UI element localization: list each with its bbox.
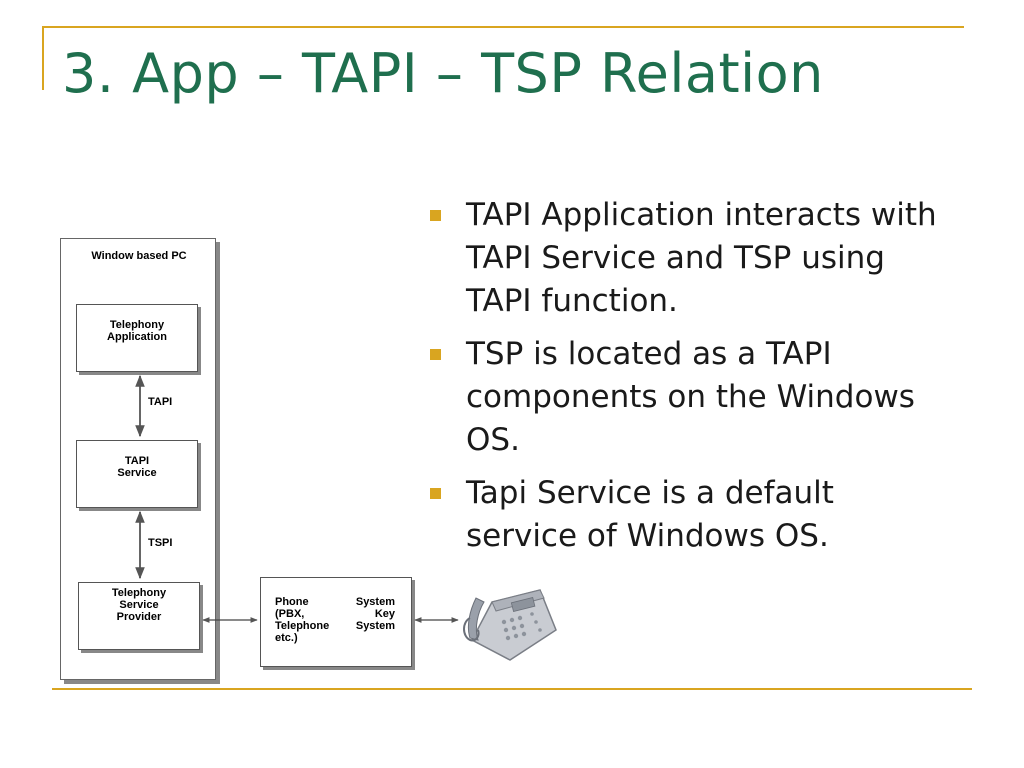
edge-label-tapi: TAPI (148, 396, 173, 408)
node-label-line: Telephony (111, 587, 167, 599)
bullet-text: Tapi Service is a default service of Win… (466, 475, 834, 554)
node-label-line: etc.) (275, 632, 298, 644)
left-rule (42, 26, 44, 90)
edge-label-tspi: TSPI (148, 537, 173, 549)
node-label-line: Phone System (275, 596, 395, 608)
square-bullet-icon (430, 488, 441, 499)
desk-telephone-icon (463, 589, 557, 661)
top-rule (42, 26, 964, 28)
bullet-item: TSP is located as a TAPI components on t… (428, 333, 938, 462)
square-bullet-icon (430, 210, 441, 221)
node-label-line: TAPI (124, 455, 150, 467)
bottom-rule (52, 688, 972, 690)
node-label-line: Service (117, 467, 157, 479)
telephony-service-provider-box: Telephony Service Provider (78, 582, 200, 650)
node-label-line: (PBX, Key (275, 608, 395, 620)
telephony-application-box: Telephony Application (76, 304, 198, 372)
node-label-line: Telephone System (275, 620, 395, 632)
node-label-line: Service (119, 599, 159, 611)
bullet-item: Tapi Service is a default service of Win… (428, 472, 938, 558)
node-label-line: Application (107, 331, 167, 343)
node-label-line: Provider (116, 611, 162, 623)
bullet-text: TAPI Application interacts with TAPI Ser… (466, 197, 937, 319)
tapi-service-box: TAPI Service (76, 440, 198, 508)
bullet-item: TAPI Application interacts with TAPI Ser… (428, 194, 938, 323)
bullet-text: TSP is located as a TAPI components on t… (466, 336, 915, 458)
node-label-line: Telephony (109, 319, 165, 331)
phone-system-box: Phone System (PBX, Key Telephone System … (260, 577, 412, 667)
slide-title: 3. App – TAPI – TSP Relation (62, 42, 824, 105)
bullet-list: TAPI Application interacts with TAPI Ser… (428, 194, 938, 568)
square-bullet-icon (430, 349, 441, 360)
pc-container-label: Window based PC (91, 250, 187, 262)
